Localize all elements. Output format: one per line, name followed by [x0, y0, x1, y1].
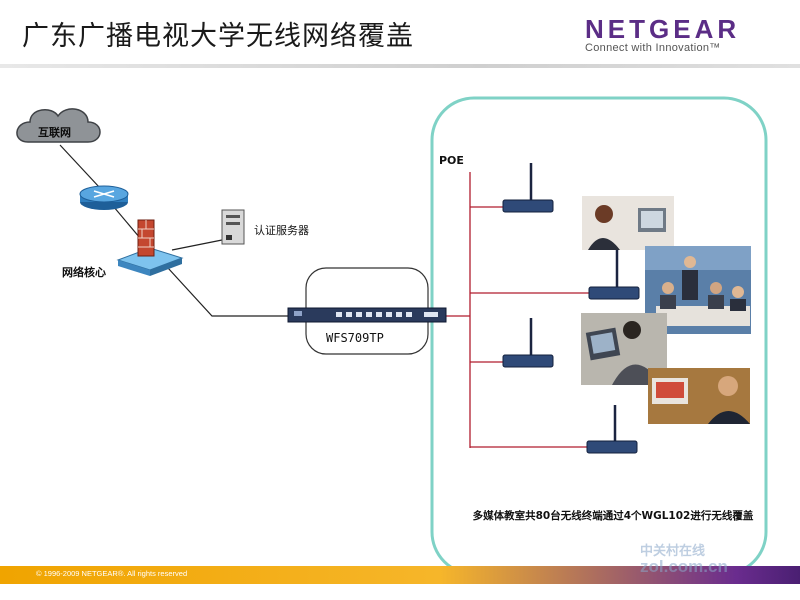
zol-watermark: 中关村在线 zol.com.cn — [640, 540, 728, 577]
page-title: 广东广播电视大学无线网络覆盖 — [22, 21, 414, 52]
access-point-icon — [502, 163, 554, 213]
auth-server-label: 认证服务器 — [254, 224, 309, 237]
link-core-switch — [167, 267, 288, 317]
core-label: 网络核心 — [62, 266, 106, 279]
link-core-auth-server — [171, 239, 223, 251]
link-internet-router — [59, 144, 101, 189]
header-divider — [0, 64, 800, 68]
netgear-logo: NETGEAR Connect with Innovation™ — [585, 14, 785, 54]
user-photo-phone-man — [648, 368, 750, 424]
firewall-icon — [137, 219, 155, 257]
router-icon — [79, 185, 129, 210]
internet-cloud-icon — [16, 108, 101, 143]
coverage-caption: 多媒体教室共80台无线终端通过4个WGL102进行无线覆盖 — [472, 510, 754, 522]
internet-label: 互联网 — [38, 126, 71, 139]
poe-links — [446, 172, 593, 448]
watermark-domain: zol.com.cn — [640, 557, 728, 576]
bottom-band — [0, 584, 800, 600]
wfs709tp-switch-icon — [287, 307, 447, 323]
logo-tagline: Connect with Innovation™ — [585, 42, 721, 54]
access-point-icon — [586, 405, 638, 454]
logo-text: NETGEAR — [585, 14, 741, 44]
access-point-icon — [502, 318, 554, 368]
poe-label: POE — [439, 154, 464, 167]
copyright-text: © 1996-2009 NETGEAR®. All rights reserve… — [36, 569, 188, 578]
watermark-cn: 中关村在线 — [640, 544, 706, 559]
user-photo-laptop-woman — [582, 196, 674, 250]
footer-bar — [0, 566, 800, 584]
switch-label: WFS709TP — [326, 331, 384, 345]
access-point-icon — [588, 250, 640, 300]
core-switch-icon — [116, 247, 184, 276]
server-icon — [221, 209, 245, 245]
